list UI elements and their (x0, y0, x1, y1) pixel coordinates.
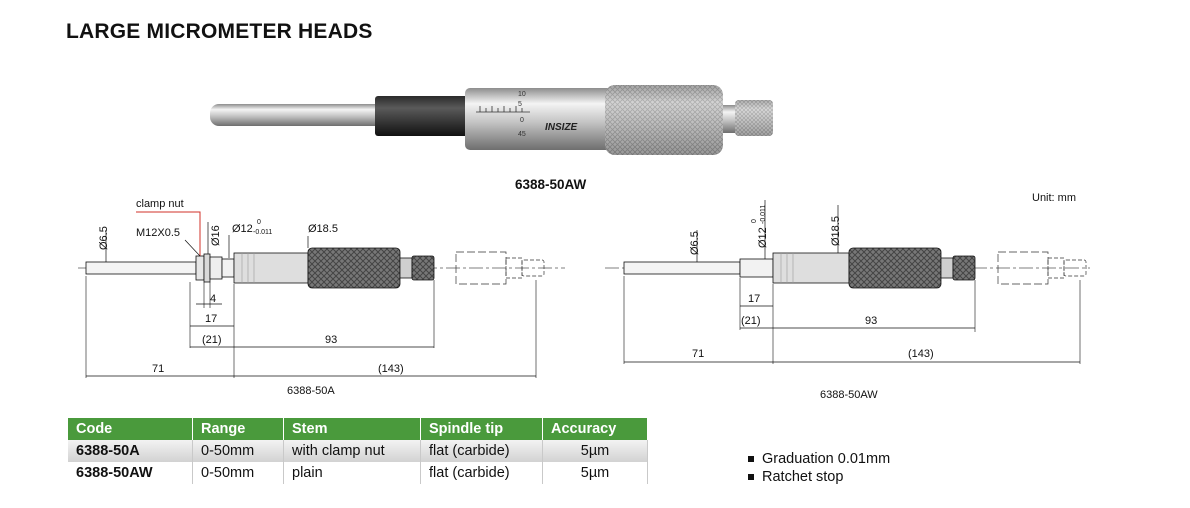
clamp-nut-label: clamp nut (136, 198, 184, 210)
cell-spindle-tip: flat (carbide) (420, 440, 543, 462)
drawing-a-caption: 6388-50A (287, 385, 335, 397)
photo-sleeve (375, 96, 475, 136)
cell-code: 6388-50A (68, 440, 193, 462)
spec-table: Code Range Stem Spindle tip Accuracy 638… (68, 418, 648, 484)
unit-label: Unit: mm (1032, 192, 1076, 204)
feature-item: Graduation 0.01mm (746, 450, 890, 468)
stem-tolerance-lower: -0.011 (760, 205, 767, 224)
dim-93: 93 (325, 334, 337, 346)
svg-text:45: 45 (518, 131, 526, 138)
thimble-outline (848, 247, 942, 289)
dim-21: (21) (202, 334, 222, 346)
ratchet-outline (411, 255, 435, 281)
stem-tolerance-upper: 0 (257, 219, 261, 226)
drawing-6388-50AW: Ø6.5 Ø12 0 -0.011 Ø18.5 17 (21) 93 71 (1… (605, 200, 1090, 401)
clamp-nut-outline (195, 255, 205, 281)
header-spindle-tip: Spindle tip (420, 418, 543, 440)
thread-label: M12X0.5 (136, 227, 180, 239)
page-title: LARGE MICROMETER HEADS (66, 20, 373, 43)
spindle-diameter-label: Ø6.5 (98, 226, 110, 250)
dim-93: 93 (865, 315, 877, 327)
dim-143: (143) (908, 348, 934, 360)
stem-tolerance-upper: 0 (751, 219, 758, 223)
dim-4: 4 (210, 293, 216, 305)
spec-table-header: Code Range Stem Spindle tip Accuracy (68, 418, 648, 440)
barrel-outline (233, 252, 309, 284)
spindle-outline (85, 261, 197, 275)
photo-barrel (465, 88, 615, 150)
dim-71: 71 (692, 348, 704, 360)
stem-outline (221, 258, 235, 278)
header-range: Range (192, 418, 284, 440)
cell-stem: with clamp nut (283, 440, 421, 462)
drawing-b-caption: 6388-50AW (820, 389, 878, 401)
header-stem: Stem (283, 418, 421, 440)
dim-17: 17 (748, 293, 760, 305)
cell-stem: plain (283, 462, 421, 484)
thimble-diameter-label: Ø18.5 (830, 216, 842, 246)
ratchet-outline (952, 255, 976, 281)
cell-range: 0-50mm (192, 440, 284, 462)
drawing-6388-50A: clamp nut M12X0.5 Ø6.5 Ø16 Ø12 0 -0.011 … (78, 198, 565, 397)
brand-logo: INSIZE (545, 122, 578, 133)
header-code: Code (68, 418, 193, 440)
spindle-diameter-label: Ø6.5 (689, 231, 701, 255)
cell-accuracy: 5µm (542, 462, 648, 484)
feature-list: Graduation 0.01mm Ratchet stop (746, 450, 890, 486)
barrel-outline (772, 252, 850, 284)
cell-spindle-tip: flat (carbide) (420, 462, 543, 484)
table-row: 6388-50AW 0-50mm plain flat (carbide) 5µ… (68, 462, 648, 484)
thimble-diameter-label: Ø18.5 (308, 223, 338, 235)
stem-diameter-label: Ø12 (232, 223, 253, 235)
stem-diameter-label: Ø12 (757, 227, 769, 248)
clamp-nut-leader (136, 211, 201, 256)
photo-scale: 10 5 0 45 (476, 91, 530, 138)
spindle-outline (623, 261, 741, 275)
dim-143: (143) (378, 363, 404, 375)
header-accuracy: Accuracy (542, 418, 648, 440)
cell-accuracy: 5µm (542, 440, 648, 462)
svg-text:0: 0 (520, 117, 524, 124)
dim-71: 71 (152, 363, 164, 375)
stem-outline (739, 258, 774, 278)
thimble-outline (307, 247, 401, 289)
svg-text:10: 10 (518, 91, 526, 98)
photo-spindle (210, 104, 385, 126)
svg-text:5: 5 (518, 101, 522, 108)
nut-diameter-label: Ø16 (210, 225, 222, 246)
cell-range: 0-50mm (192, 462, 284, 484)
feature-item: Ratchet stop (746, 468, 890, 486)
dim-21: (21) (741, 315, 761, 327)
cell-code: 6388-50AW (68, 462, 193, 484)
product-photo: 10 5 0 45 INSIZE (210, 85, 773, 155)
table-row: 6388-50A 0-50mm with clamp nut flat (car… (68, 440, 648, 462)
stem-tolerance-lower: -0.011 (253, 229, 272, 236)
photo-caption: 6388-50AW (515, 177, 587, 192)
dim-17: 17 (205, 313, 217, 325)
